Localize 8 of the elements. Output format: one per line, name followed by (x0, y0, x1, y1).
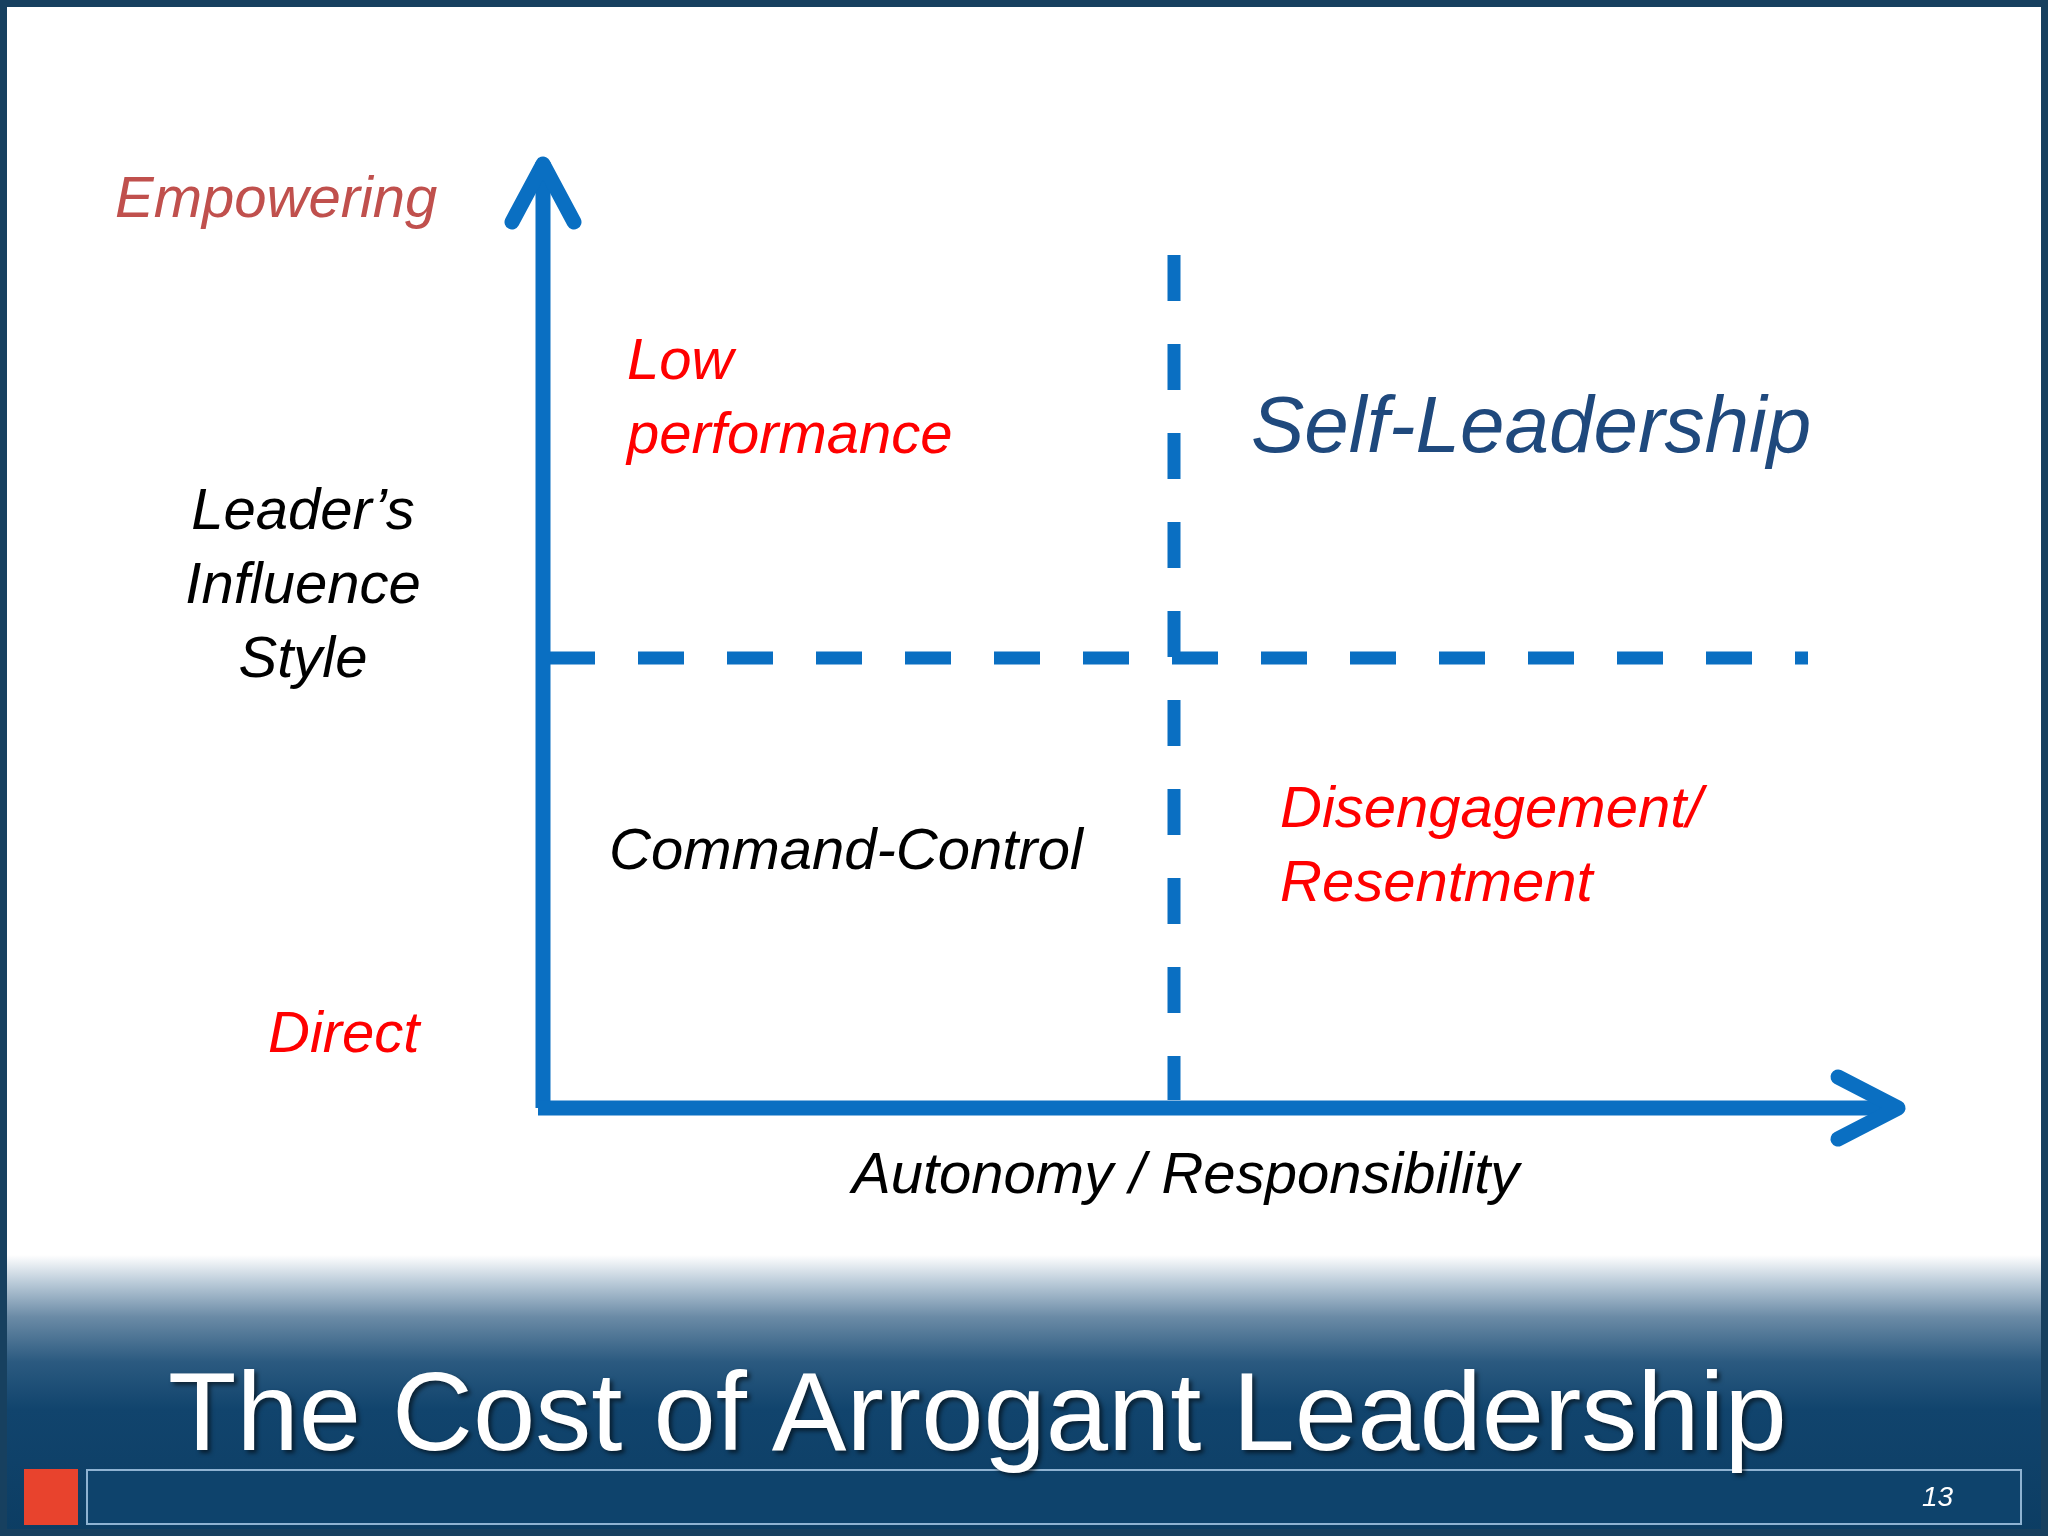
slide-title: The Cost of Arrogant Leadership (168, 1350, 1787, 1474)
quadrant-label: Command-Control (609, 815, 1083, 883)
axis-end-label: Empowering (115, 163, 438, 231)
slide-number: 13 (1922, 1480, 1954, 1514)
quadrant-label: Self-Leadership (1251, 380, 1812, 470)
axis-title: Leader’s Influence Style (185, 475, 421, 691)
axis-end-label: Direct (268, 998, 420, 1066)
quadrant-label: Low performance (627, 325, 953, 467)
